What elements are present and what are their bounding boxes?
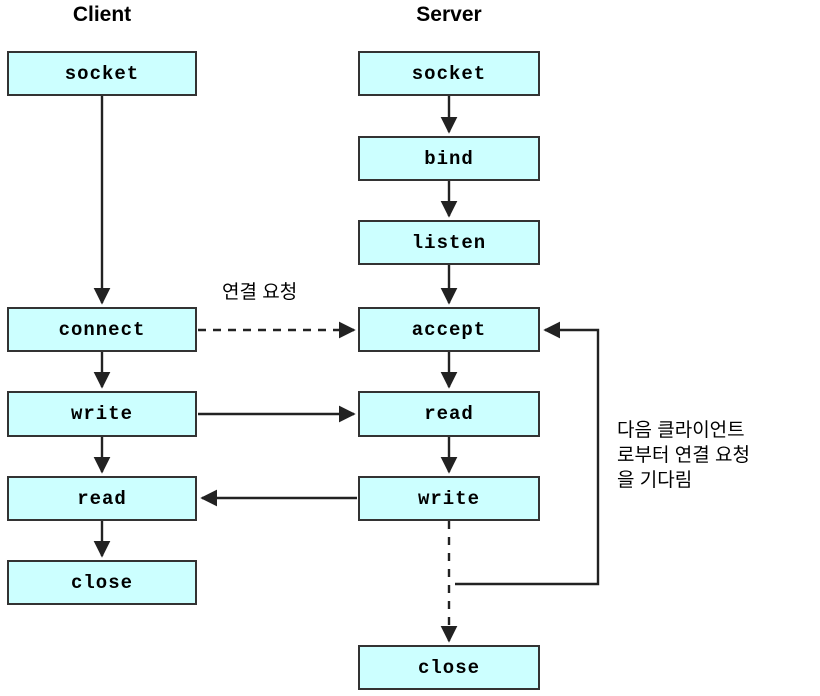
- node-server-close[interactable]: close: [358, 645, 540, 690]
- node-server-read[interactable]: read: [358, 391, 540, 437]
- edge-loop-back-to-accept: [455, 321, 600, 586]
- column-title-client: Client: [72, 3, 132, 26]
- node-client-write[interactable]: write: [7, 391, 197, 437]
- note-wait-next-client: 다음 클라이언트 로부터 연결 요청 을 기다림: [617, 420, 750, 492]
- node-server-bind[interactable]: bind: [358, 136, 540, 181]
- edge-label-connection-request: 연결 요청: [222, 282, 298, 303]
- node-client-read[interactable]: read: [7, 476, 197, 521]
- node-server-listen[interactable]: listen: [358, 220, 540, 265]
- node-server-socket[interactable]: socket: [358, 51, 540, 96]
- node-client-socket[interactable]: socket: [7, 51, 197, 96]
- node-server-write[interactable]: write: [358, 476, 540, 521]
- column-title-server: Server: [416, 3, 482, 26]
- node-server-accept[interactable]: accept: [358, 307, 540, 352]
- node-client-connect[interactable]: connect: [7, 307, 197, 352]
- node-client-close[interactable]: close: [7, 560, 197, 605]
